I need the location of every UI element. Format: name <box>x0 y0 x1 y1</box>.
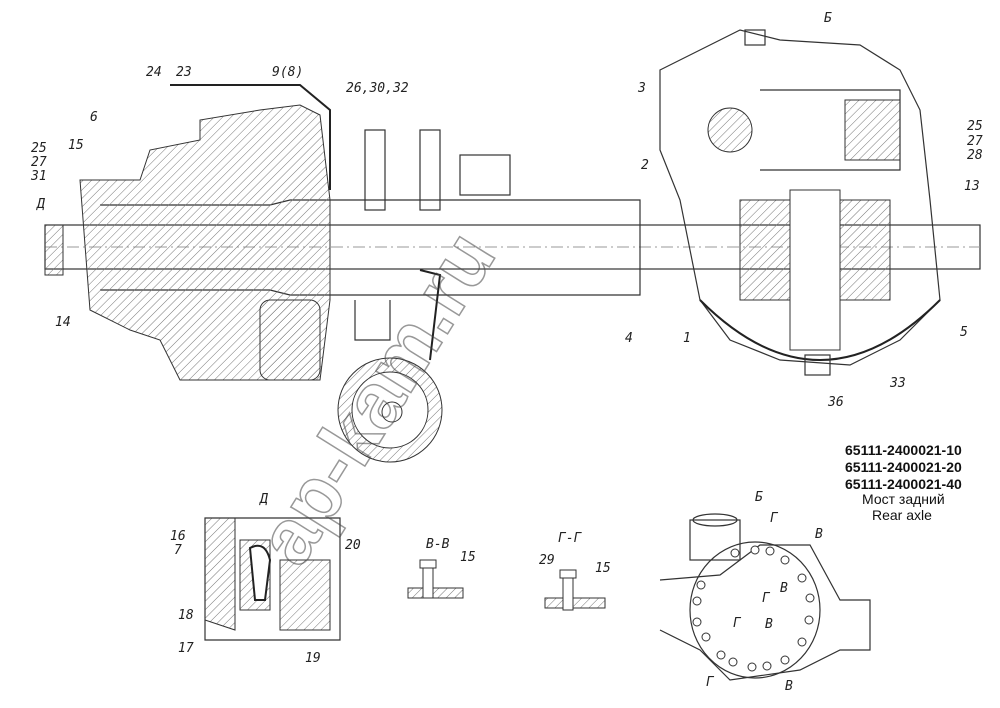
part-number-40: 65111-2400021-40 <box>845 476 962 492</box>
section-mark-g: Г <box>770 511 779 526</box>
label-1: 1 <box>683 331 691 346</box>
label-36: 36 <box>827 395 844 410</box>
label-d: Д <box>36 197 45 212</box>
label-29: 29 <box>539 553 555 568</box>
label-view-b: Б <box>824 11 832 26</box>
part-number-10: 65111-2400021-10 <box>845 442 962 458</box>
label-4: 4 <box>625 331 633 346</box>
label-16: 16 <box>170 529 186 544</box>
section-mark-v: В <box>780 581 788 596</box>
section-mark-g: Г <box>733 616 742 631</box>
label-25: 25 <box>31 141 47 156</box>
section-v-v-title: В-В <box>426 537 450 552</box>
label-2: 2 <box>641 158 649 173</box>
label-6: 6 <box>90 110 98 125</box>
label-15: 15 <box>68 138 84 153</box>
detail-d-labels: Д 16 7 18 17 19 20 <box>170 492 361 666</box>
section-v-v <box>407 559 464 599</box>
label-33: 33 <box>889 376 906 391</box>
main-view-labels: Б 24 23 9(8) 26,30,32 6 15 25 27 31 Д 14… <box>30 11 983 410</box>
label-3: 3 <box>637 81 646 96</box>
axle-main-view <box>44 29 981 463</box>
section-labels: В-В 15 Г-Г 29 15 Б Г В В Г Г В Г В <box>426 490 823 694</box>
label-20: 20 <box>345 538 361 553</box>
view-b-detail <box>659 513 871 681</box>
detail-d-title: Д <box>259 492 268 507</box>
label-27-right: 27 <box>967 134 983 149</box>
section-g-g-title: Г-Г <box>558 531 583 546</box>
label-23: 23 <box>176 65 192 80</box>
label-18: 18 <box>178 608 194 623</box>
label-26-30-32: 26,30,32 <box>346 81 409 96</box>
section-mark-g: Г <box>706 675 715 690</box>
title-en: Rear axle <box>872 507 932 523</box>
section-g-g <box>544 569 606 611</box>
label-28-right: 28 <box>967 148 983 163</box>
view-b-title: Б <box>755 490 763 505</box>
part-number-20: 65111-2400021-20 <box>845 459 962 475</box>
label-5: 5 <box>960 325 968 340</box>
label-13: 13 <box>964 179 980 194</box>
section-mark-v: В <box>785 679 793 694</box>
title-ru: Мост задний <box>862 491 945 507</box>
label-24: 24 <box>146 65 162 80</box>
title-block: 65111-2400021-10 65111-2400021-20 65111-… <box>845 442 962 523</box>
label-9: 9(8) <box>272 65 303 80</box>
section-mark-v: В <box>815 527 823 542</box>
label-27: 27 <box>31 155 47 170</box>
label-15-vv: 15 <box>460 550 476 565</box>
section-mark-v: В <box>765 617 773 632</box>
label-7: 7 <box>174 543 182 558</box>
label-17: 17 <box>178 641 194 656</box>
label-15-gg: 15 <box>595 561 611 576</box>
label-19: 19 <box>305 651 321 666</box>
label-31: 31 <box>30 169 47 184</box>
label-25-right: 25 <box>967 119 983 134</box>
detail-d-view <box>204 517 341 641</box>
section-mark-g: Г <box>762 591 771 606</box>
label-14: 14 <box>55 315 71 330</box>
